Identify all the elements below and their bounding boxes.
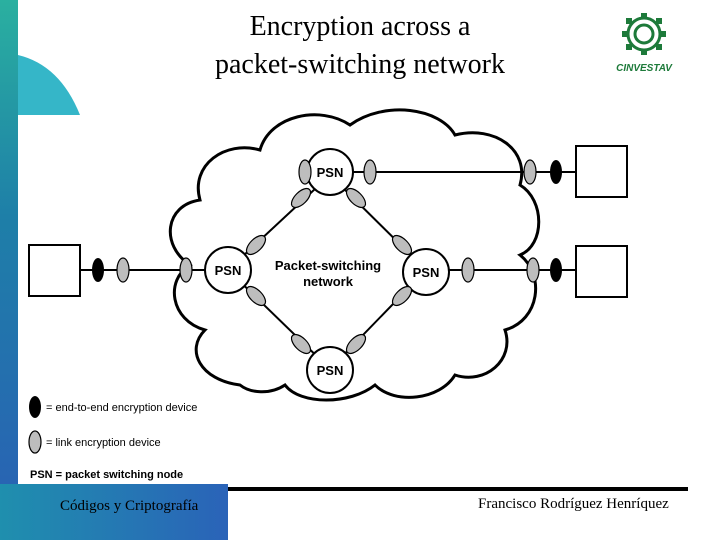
psn-label-bottom: PSN: [317, 363, 344, 378]
psn-node-left: [204, 246, 252, 294]
legend: = end-to-end encryption device = link en…: [18, 388, 228, 484]
left-accent-bar: [0, 0, 18, 540]
network-diagram: PSN PSN PSN PSN Packet-switching network: [28, 108, 628, 402]
end-to-end-device: [92, 258, 104, 282]
footer-rule: [228, 487, 688, 491]
link-device: [345, 187, 367, 209]
accent-curve: [18, 55, 80, 115]
end-to-end-device: [550, 258, 562, 282]
link-device: [298, 159, 312, 185]
host-left: [28, 244, 81, 297]
link-device: [290, 187, 312, 209]
logo-text: CINVESTAV: [616, 63, 673, 74]
psn-node-bottom: [306, 346, 354, 394]
legend-end-to-end-text: = end-to-end encryption device: [46, 402, 197, 414]
legend-link-text: = link encryption device: [46, 437, 161, 449]
link-device: [290, 333, 312, 355]
network-label-line2: network: [303, 274, 354, 289]
link-device: [245, 234, 267, 256]
link-device: [391, 285, 413, 307]
host-right: [575, 245, 628, 298]
footer-author: Francisco Rodríguez Henríquez: [478, 496, 669, 512]
psn-node-right: [402, 248, 450, 296]
link-device: [523, 159, 537, 185]
host-top-right: [575, 145, 628, 198]
slide-title: Encryption across a packet-switching net…: [214, 11, 506, 80]
footer-course-title: Códigos y Criptografía: [60, 498, 199, 514]
psn-label-right: PSN: [413, 265, 440, 280]
legend-end-to-end-swatch: [29, 396, 41, 418]
legend-psn-text: PSN = packet switching node: [30, 469, 183, 481]
link-device: [179, 257, 193, 283]
psn-label-left: PSN: [215, 263, 242, 278]
network-label-line1: Packet-switching: [275, 258, 381, 273]
link-device: [363, 159, 377, 185]
link-device: [526, 257, 540, 283]
link-device: [245, 285, 267, 307]
link-device: [461, 257, 475, 283]
link-device: [345, 333, 367, 355]
legend-link-swatch: [28, 430, 42, 454]
footer-accent-block: [0, 484, 228, 540]
end-to-end-device: [550, 160, 562, 184]
link-device: [391, 234, 413, 256]
link-device: [116, 257, 130, 283]
cinvestav-logo: CINVESTAV: [616, 13, 673, 74]
psn-label-top: PSN: [317, 165, 344, 180]
